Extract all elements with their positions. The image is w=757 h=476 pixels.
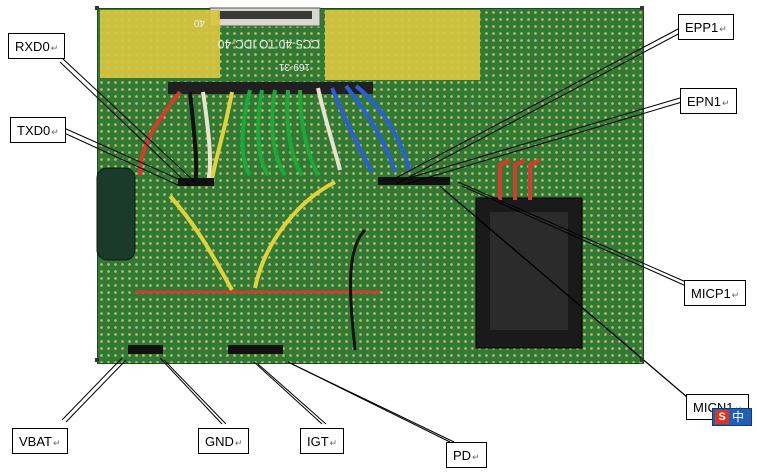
header-ep-mic: [378, 177, 450, 185]
tape-right: [325, 10, 480, 80]
tape-left: [100, 10, 220, 78]
label-vbat: VBAT↵: [12, 428, 68, 454]
paragraph-mark: ↵: [472, 452, 480, 462]
wire-yellow: [210, 91, 234, 181]
handle-br[interactable]: [640, 358, 644, 362]
paragraph-mark: ↵: [731, 290, 740, 300]
handle-tl[interactable]: [95, 6, 99, 10]
label-epn1-text: EPN1: [687, 94, 721, 109]
paragraph-mark: ↵: [50, 43, 59, 53]
wire-yellow-3: [253, 180, 336, 289]
wire-green-1: [240, 89, 252, 177]
wire-green-2: [256, 89, 270, 177]
part-text: 169-31: [278, 61, 310, 72]
label-rxd0: RXD0↵: [8, 33, 66, 59]
label-txd0: TXD0↵: [10, 117, 66, 143]
paragraph-mark: ↵: [53, 438, 61, 448]
label-micp1-text: MICP1: [691, 286, 731, 301]
label-pd-text: PD: [453, 448, 472, 463]
sogou-logo-icon[interactable]: S: [715, 410, 729, 424]
handle-tr[interactable]: [640, 6, 644, 10]
wire-black: [188, 91, 199, 183]
wire-blue-3: [354, 84, 412, 173]
label-epn1: EPN1↵: [680, 88, 737, 114]
capacitor: [96, 167, 136, 261]
wire-blue-2: [344, 84, 397, 173]
wire-green-4: [285, 89, 304, 177]
label-igt-text: IGT: [307, 434, 329, 449]
header-vbat-gnd: [128, 345, 163, 354]
ime-toolbar[interactable]: S 中: [712, 408, 752, 426]
label-epp1-text: EPP1: [685, 20, 719, 35]
wire-white: [201, 91, 213, 183]
adapter-text: CC5-40 TO IDC-40: [217, 37, 320, 51]
paragraph-mark: ↵: [234, 438, 243, 448]
label-vbat-text: VBAT: [19, 434, 52, 449]
paragraph-mark: ↵: [51, 127, 59, 137]
header-rxtx: [178, 178, 214, 186]
paragraph-mark: ↵: [329, 438, 338, 448]
label-rxd0-text: RXD0: [15, 39, 50, 54]
wire-black-2: [349, 228, 367, 351]
label-pd: PD↵: [446, 442, 487, 468]
sim-holder-inner: [490, 212, 568, 330]
paragraph-mark: ↵: [721, 98, 730, 108]
label-gnd: GND↵: [198, 428, 250, 454]
wire-white-2: [316, 87, 342, 171]
wire-yellow-2: [168, 194, 234, 291]
wire-green-3: [270, 89, 287, 177]
fpc-slot: [218, 11, 312, 19]
leader-lines: [59, 27, 689, 443]
wire-green-5: [298, 89, 320, 176]
label-txd0-text: TXD0: [17, 123, 51, 138]
ime-mode-indicator[interactable]: 中: [732, 410, 745, 424]
label-gnd-text: GND: [205, 434, 234, 449]
pin-text: 40: [193, 17, 205, 28]
paragraph-mark: ↵: [719, 24, 727, 34]
label-igt: IGT↵: [300, 428, 345, 454]
label-epp1: EPP1↵: [678, 14, 734, 40]
handle-bl[interactable]: [95, 358, 99, 362]
label-micp1: MICP1↵: [684, 280, 747, 306]
idc-header: [168, 82, 373, 94]
wire-blue-1: [330, 87, 374, 173]
header-igt-pd: [228, 345, 283, 354]
wire-red-sim: [498, 158, 541, 200]
